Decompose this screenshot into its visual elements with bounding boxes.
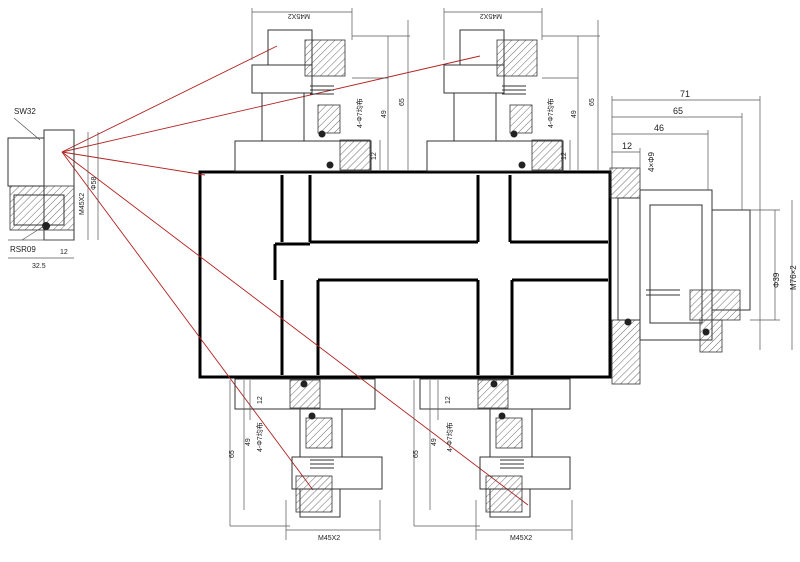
top-valve-left-thread: M45X2	[288, 12, 310, 19]
left-dia-label: Φ58	[91, 177, 98, 190]
top-valve-right-h12: 12	[561, 152, 568, 160]
flange-holes: 4×Φ9	[647, 151, 656, 172]
bottom-valve-right-h65: 65	[413, 450, 420, 458]
top-valve-right-h49: 49	[571, 110, 578, 118]
top-valve-left: M45X2 65 49 12 4-Φ7均布	[234, 8, 410, 172]
bottom-valve-right-h49: 49	[431, 438, 438, 446]
bottom-valve-right-h12: 12	[445, 396, 452, 404]
bottom-valve-right-spring-note: 4-Φ7均布	[445, 422, 454, 452]
flange-dim-12: 12	[622, 141, 632, 151]
wrench-size-label: SW32	[14, 107, 36, 116]
top-valve-right: M45X2 65 49 12 4-Φ7均布	[426, 8, 600, 172]
top-valve-right-h65: 65	[589, 98, 596, 106]
bottom-valve-left-h12: 12	[257, 396, 264, 404]
top-valve-left-spring-note: 4-Φ7均布	[355, 98, 364, 128]
flange-dim-71: 71	[680, 89, 690, 99]
top-valve-left-h49: 49	[381, 110, 388, 118]
left-dim-12: 12	[60, 249, 68, 256]
bottom-valve-left-spring-note: 4-Φ7均布	[255, 422, 264, 452]
flange-dim-46: 46	[654, 123, 664, 133]
top-valve-left-h12: 12	[371, 152, 378, 160]
flange-dim-65: 65	[673, 106, 683, 116]
internal-channels	[273, 175, 608, 375]
leader-lines	[61, 45, 529, 506]
left-thread-label: M45X2	[79, 193, 86, 215]
main-block	[198, 170, 612, 379]
top-valve-right-thread: M45X2	[480, 12, 502, 19]
bottom-valve-right-thread: M45X2	[510, 535, 532, 542]
bottom-valve-left-h49: 49	[245, 438, 252, 446]
top-valve-right-spring-note: 4-Φ7均布	[546, 98, 555, 128]
bottom-valve-left-h65: 65	[229, 450, 236, 458]
left-dim-32-5: 32.5	[32, 263, 46, 270]
left-fitting-detail: SW32 RSR09 M45X2 Φ58 12 32.5	[7, 107, 99, 270]
right-flange: 71 65 46 12 4×Φ9 Φ39 M76×2	[609, 89, 798, 385]
bottom-valve-left: 12 49 65 4-Φ7均布 M45X2	[229, 378, 383, 542]
bottom-valve-right: 12 49 65 4-Φ7均布 M45X2	[413, 378, 573, 542]
flange-dia-39: Φ39	[772, 272, 781, 288]
seal-label: RSR09	[10, 245, 36, 254]
flange-thread: M76×2	[789, 265, 798, 290]
bottom-valve-left-thread: M45X2	[318, 535, 340, 542]
top-valve-left-h65: 65	[399, 98, 406, 106]
